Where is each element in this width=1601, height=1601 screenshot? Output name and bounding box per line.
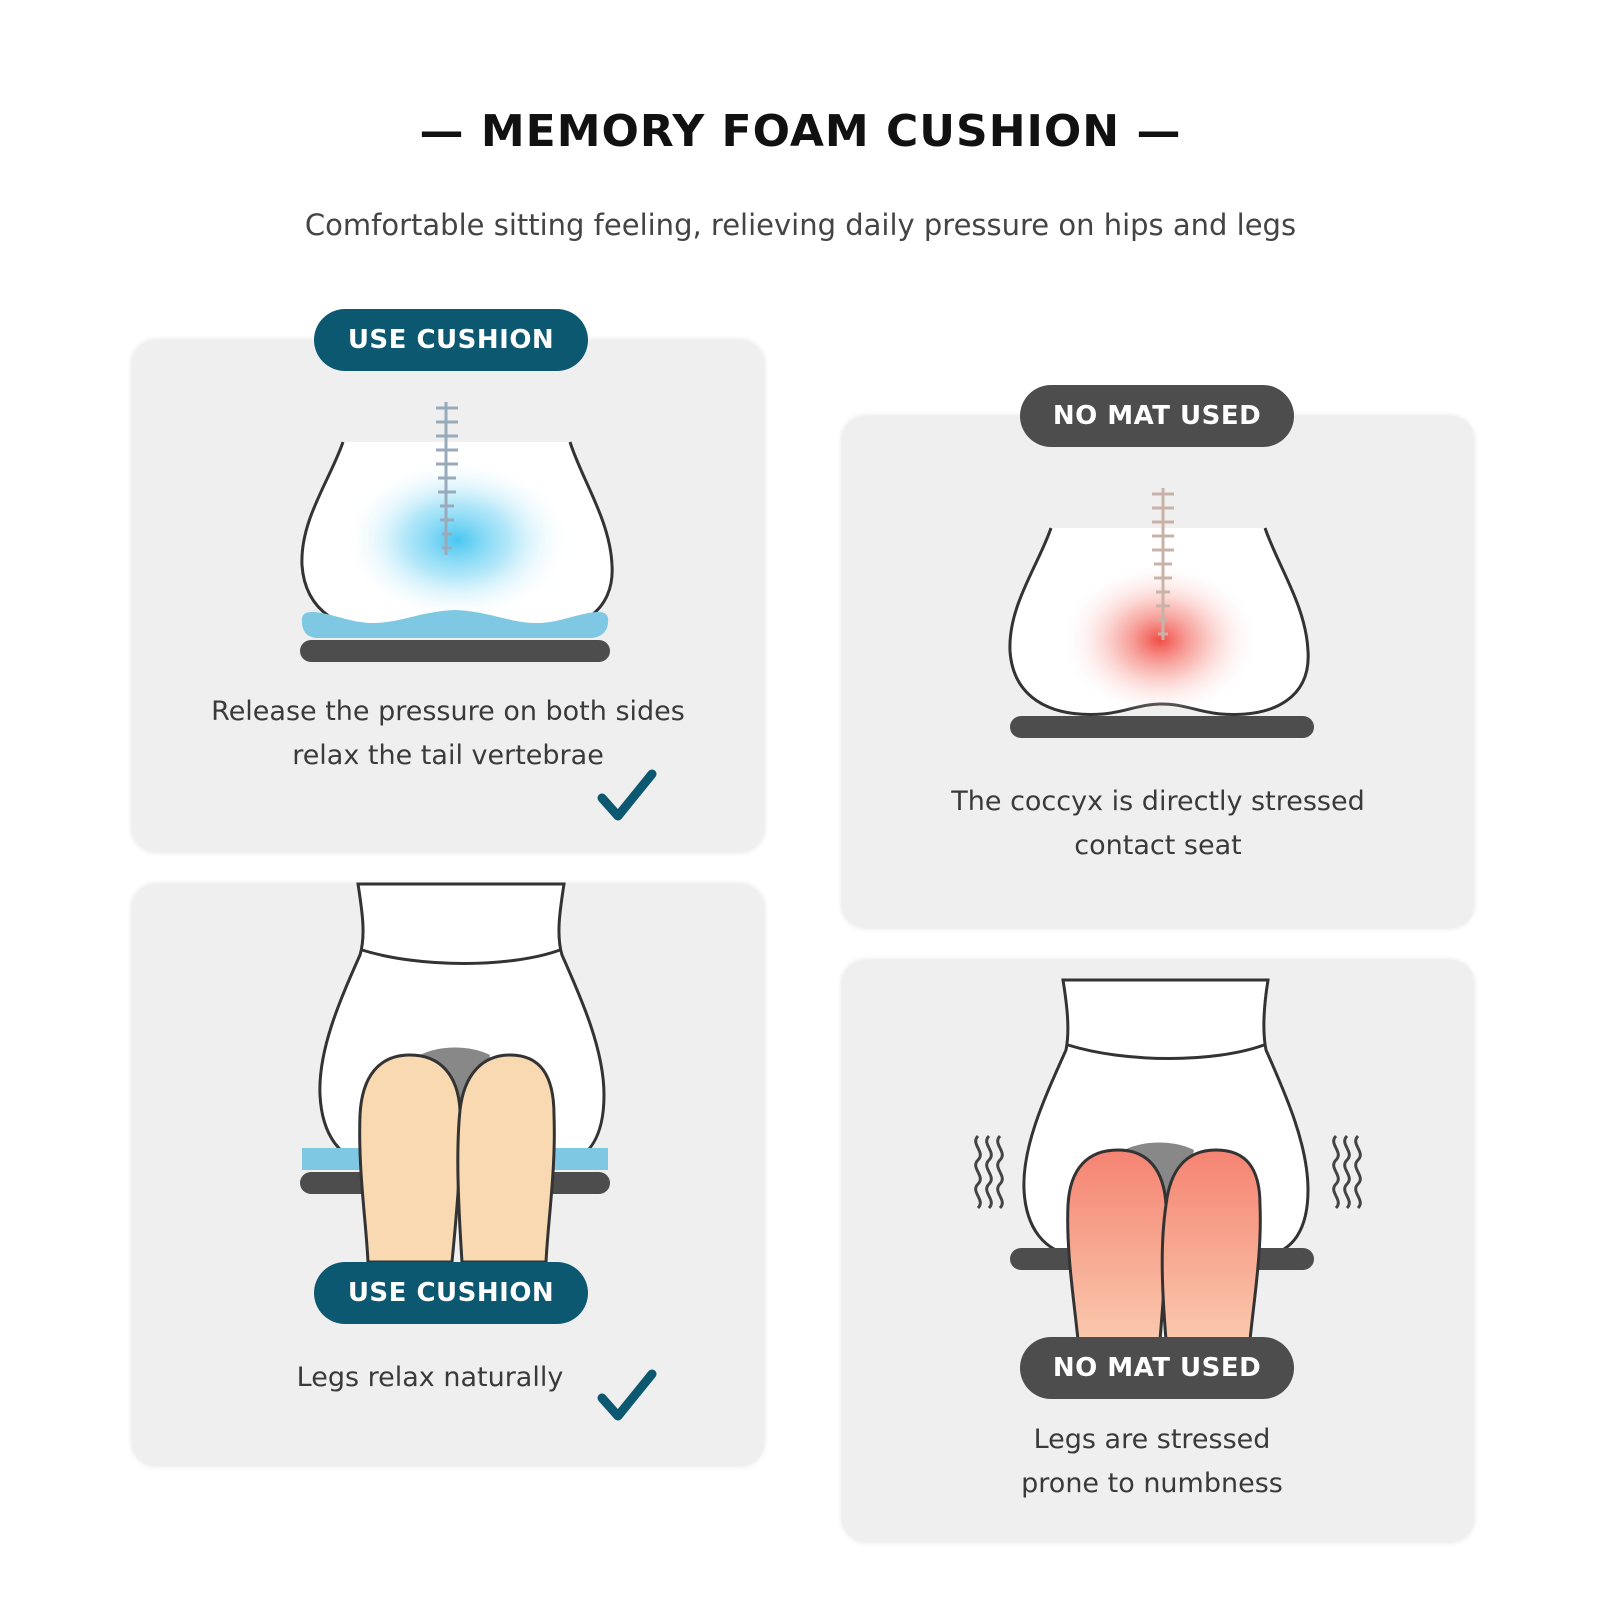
caption-bottom-right: Legs are stressed prone to numbness [836,1418,1468,1506]
numbness-waves-right-icon [1332,1134,1362,1210]
numbness-waves-left-icon [974,1134,1004,1210]
right-leg-stressed [1160,1148,1262,1342]
seat-bar [1010,716,1314,738]
left-leg-stressed [1066,1148,1169,1342]
caption-top-right: The coccyx is directly stressed contact … [842,780,1474,868]
page-title: — MEMORY FOAM CUSHION — [419,106,1182,157]
page-subtitle: Comfortable sitting feeling, relieving d… [304,208,1297,242]
right-leg [456,1053,556,1264]
no-mat-badge: NO MAT USED [1020,385,1294,447]
checkmark-icon [597,769,657,821]
caption-line: Release the pressure on both sides [211,696,685,727]
spine-icon [1152,488,1174,640]
caption-line: Legs relax naturally [296,1362,564,1393]
caption-line: contact seat [1074,830,1242,861]
checkmark-icon [597,1369,657,1421]
caption-line: prone to numbness [1021,1468,1283,1499]
caption-top-left: Release the pressure on both sides relax… [132,690,764,778]
caption-line: relax the tail vertebrae [292,740,604,771]
pressure-glow-red [1060,562,1260,718]
caption-line: Legs are stressed [1033,1424,1271,1455]
caption-line: The coccyx is directly stressed [951,786,1365,817]
no-mat-badge: NO MAT USED [1020,1337,1294,1399]
spine-icon [436,402,458,555]
pressure-glow-blue [342,458,572,622]
use-cushion-badge: USE CUSHION [314,1262,588,1324]
seat-bar [300,640,610,662]
use-cushion-badge: USE CUSHION [314,309,588,371]
cushion-pad [301,610,609,638]
caption-bottom-left: Legs relax naturally [114,1356,746,1400]
